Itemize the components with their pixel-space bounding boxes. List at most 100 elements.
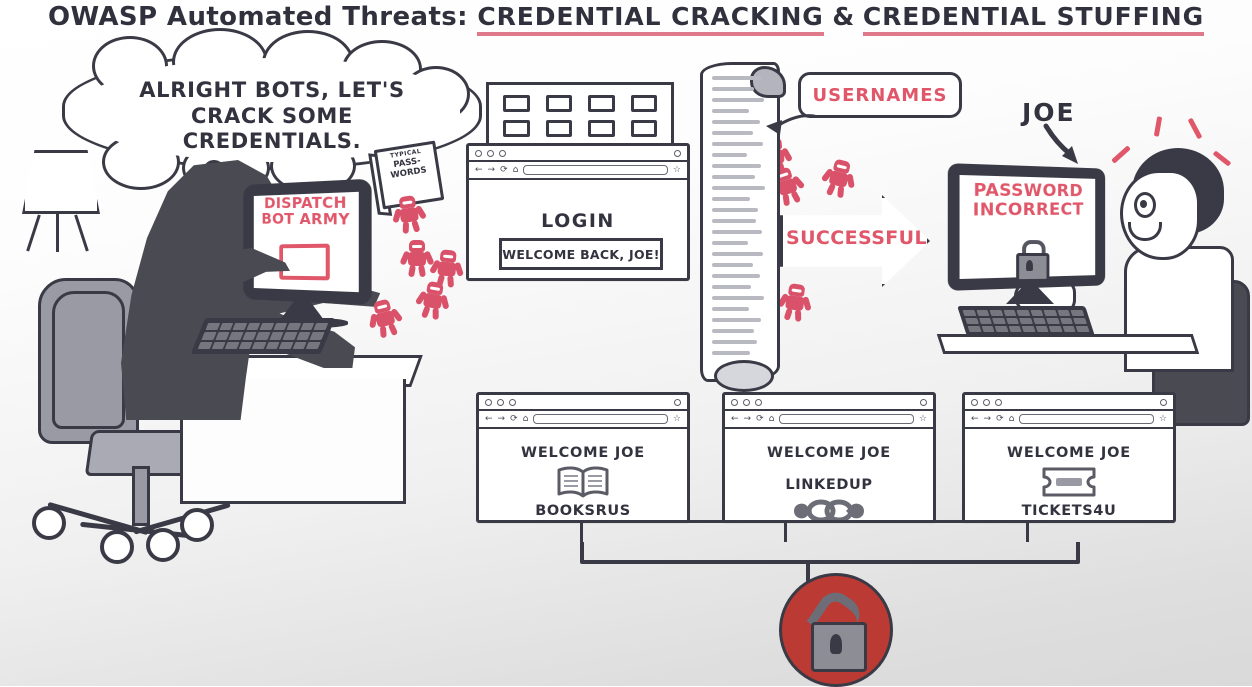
back-icon[interactable]: ← [475, 164, 483, 175]
dispatch-bot-army-button[interactable] [279, 243, 330, 281]
captcha-tile[interactable] [630, 95, 657, 112]
captcha-tile[interactable] [545, 95, 572, 112]
forward-icon[interactable]: → [983, 413, 992, 424]
address-bar[interactable] [1019, 414, 1154, 424]
window-controls[interactable] [475, 149, 506, 157]
robot-icon [399, 240, 435, 278]
site-window-booksrus[interactable]: ← → ⟳ ⌂ ☆ WELCOME JOE BOOKSRUS [476, 392, 690, 523]
robot-icon [776, 282, 812, 322]
reload-icon[interactable]: ⟳ [996, 413, 1004, 424]
window-resize-dot[interactable] [1160, 398, 1167, 406]
home-icon[interactable]: ⌂ [512, 164, 519, 175]
window-resize-dot[interactable] [674, 149, 681, 157]
padlock-keyhole [1026, 259, 1033, 272]
browser-titlebar [965, 395, 1173, 411]
bracket-top-left [580, 520, 786, 523]
home-icon[interactable]: ⌂ [768, 413, 775, 424]
home-icon[interactable]: ⌂ [522, 413, 529, 424]
home-icon[interactable]: ⌂ [1008, 413, 1015, 424]
forward-icon[interactable]: → [497, 413, 506, 424]
captcha-tile[interactable] [503, 120, 530, 137]
bookmark-star-icon[interactable]: ☆ [672, 165, 681, 175]
title-prefix: OWASP Automated Threats: [47, 2, 478, 32]
usernames-scroll [700, 62, 786, 392]
address-bar[interactable] [533, 414, 668, 424]
lamp-legs [22, 214, 94, 254]
chair-caster [180, 508, 214, 542]
welcome-text: WELCOME JOE [767, 445, 891, 461]
keyboard-icon[interactable] [190, 318, 336, 354]
captcha-grid-panel[interactable] [486, 82, 674, 147]
window-controls[interactable] [971, 398, 1002, 406]
back-icon[interactable]: ← [731, 413, 739, 424]
thought-bubble: ALRIGHT BOTS, LET'S CRACK SOME CREDENTIA… [62, 28, 482, 196]
reload-icon[interactable]: ⟳ [510, 413, 518, 424]
reload-icon[interactable]: ⟳ [500, 164, 508, 175]
thought-bubble-text: ALRIGHT BOTS, LET'S CRACK SOME CREDENTIA… [139, 78, 405, 154]
surprise-spark [1153, 116, 1163, 137]
browser-toolbar: ← → ⟳ ⌂ ☆ [965, 411, 1173, 429]
bookmark-star-icon[interactable]: ☆ [672, 414, 681, 424]
captcha-tile[interactable] [545, 120, 572, 137]
robot-icon [820, 157, 856, 199]
chair-caster [32, 506, 66, 540]
welcome-text: WELCOME JOE [521, 445, 645, 461]
address-bar[interactable] [779, 414, 914, 424]
captcha-tiles [503, 95, 657, 137]
bracket-drop-line [806, 562, 810, 592]
forward-icon[interactable]: → [743, 413, 752, 424]
browser-titlebar [479, 395, 687, 411]
login-browser-window[interactable]: ← → ⟳ ⌂ ☆ LOGIN WELCOME BACK, JOE! [466, 143, 690, 281]
ticket-icon [1042, 467, 1096, 497]
welcome-back-field[interactable]: WELCOME BACK, JOE! [499, 238, 663, 270]
victim-eye [1134, 192, 1156, 218]
locked-padlock-icon [1014, 239, 1050, 283]
captcha-tile[interactable] [630, 120, 657, 137]
captcha-tile[interactable] [588, 120, 615, 137]
usernames-label: USERNAMES [798, 72, 962, 118]
reload-icon[interactable]: ⟳ [756, 413, 764, 424]
bracket-stub-mid-right [1026, 520, 1029, 542]
bookmark-star-icon[interactable]: ☆ [918, 414, 927, 424]
tickets4u-page: WELCOME JOE TICKETS4U [965, 429, 1173, 520]
browser-titlebar [469, 146, 687, 162]
title-term-credential-stuffing: CREDENTIAL STUFFING [862, 2, 1205, 36]
robot-icon [428, 249, 464, 288]
forward-icon[interactable]: → [487, 164, 496, 175]
back-icon[interactable]: ← [485, 413, 493, 424]
login-page-content: LOGIN WELCOME BACK, JOE! [469, 180, 687, 278]
victim-mouth [1128, 222, 1162, 241]
browser-toolbar: ← → ⟳ ⌂ ☆ [469, 162, 687, 180]
dispatch-bot-army-text: DISPATCH BOT ARMY [261, 193, 350, 229]
page-title: OWASP Automated Threats: CREDENTIAL CRAC… [0, 2, 1252, 36]
back-icon[interactable]: ← [971, 413, 979, 424]
captcha-tile[interactable] [503, 95, 530, 112]
site-window-linkedup[interactable]: ← → ⟳ ⌂ ☆ WELCOME JOE LINKEDUP [722, 392, 936, 523]
bookmark-star-icon[interactable]: ☆ [1158, 414, 1167, 424]
chair-post [132, 466, 150, 526]
bracket-stub-mid-left [784, 520, 787, 542]
address-bar[interactable] [523, 165, 668, 175]
captcha-tile[interactable] [588, 95, 615, 112]
victim-face [1120, 170, 1200, 260]
open-padlock-icon [779, 573, 893, 687]
surprise-spark [1187, 117, 1203, 140]
connector-bracket [540, 520, 1120, 592]
brand-name: TICKETS4U [1021, 503, 1117, 519]
login-heading: LOGIN [541, 210, 615, 232]
open-book-icon [557, 466, 609, 498]
padlock-keyhole [830, 634, 842, 654]
welcome-text: WELCOME JOE [1007, 445, 1131, 461]
window-resize-dot[interactable] [920, 398, 927, 406]
successful-arrow: SUCCESSFUL [780, 195, 930, 287]
site-window-tickets4u[interactable]: ← → ⟳ ⌂ ☆ WELCOME JOE TICKETS4U [962, 392, 1176, 523]
victim-keyboard-icon[interactable] [957, 306, 1095, 336]
window-resize-dot[interactable] [674, 398, 681, 406]
robot-icon [368, 297, 404, 339]
scroll-text-lines [712, 76, 770, 368]
joe-name-label: JOE [1022, 98, 1076, 127]
window-controls[interactable] [731, 398, 762, 406]
desk-lamp-icon [22, 150, 100, 254]
booksrus-page: WELCOME JOE BOOKSRUS [479, 429, 687, 520]
window-controls[interactable] [485, 398, 516, 406]
